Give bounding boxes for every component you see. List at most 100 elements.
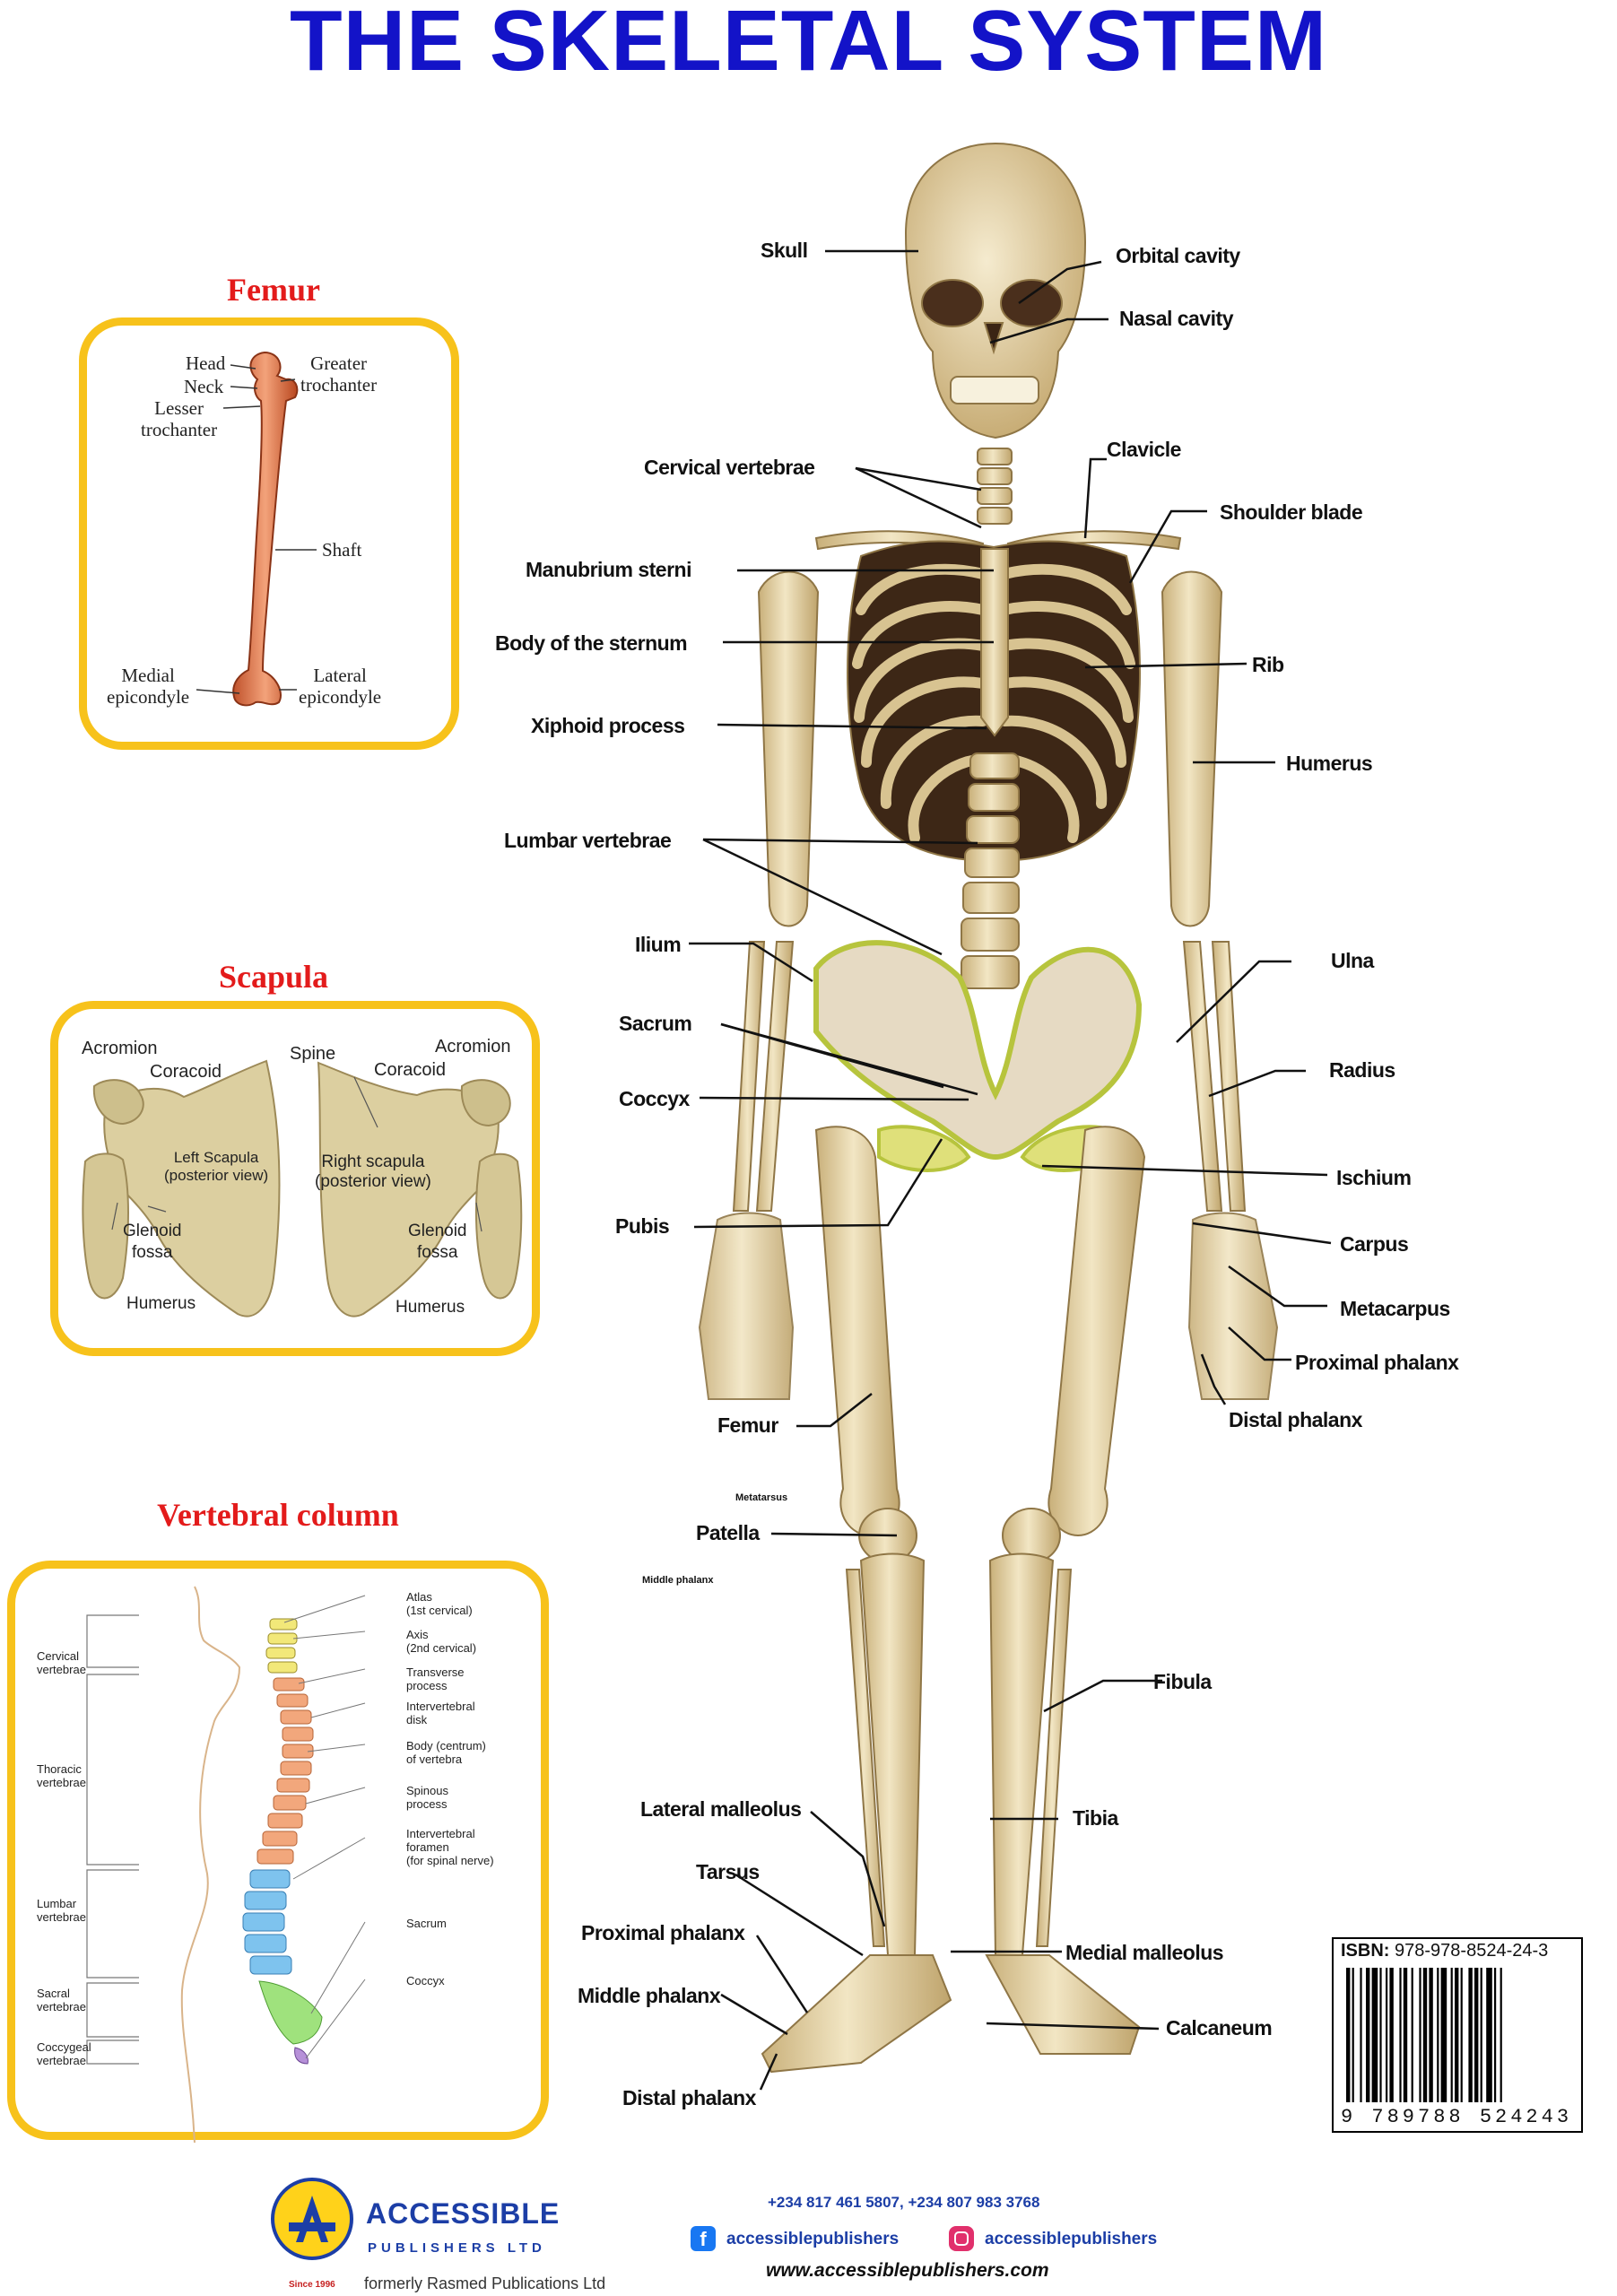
scapula-illustration <box>82 1059 523 1318</box>
cervical-vertebrae-shapes <box>265 1618 298 1674</box>
publisher-website[interactable]: www.accessiblepublishers.com <box>766 2260 1049 2281</box>
femur-panel-title: Femur <box>227 272 320 308</box>
barcode-bar <box>1411 1968 1413 2102</box>
label-coccyx: Coccyx <box>619 1087 690 1110</box>
barcode-bar <box>1440 1968 1447 2102</box>
isbn-number: 978-978-8524-24-3 <box>1395 1941 1549 1961</box>
barcode-bar <box>1419 1968 1421 2102</box>
vertebral-label-intervertebral-foramen: Intervertebral foramen (for spinal nerve… <box>406 1827 494 1867</box>
label-skull: Skull <box>761 239 808 262</box>
isbn-label: ISBN: <box>1341 1941 1390 1961</box>
scapula-label-spine: Spine <box>290 1044 336 1064</box>
label-femur: Femur <box>717 1413 778 1437</box>
label-clavicle: Clavicle <box>1107 438 1181 461</box>
label-distal-phalanx-foot: Distal phalanx <box>622 2086 756 2109</box>
label-proximal-phalanx-hand: Proximal phalanx <box>1295 1351 1459 1374</box>
femur-label-neck: Neck <box>184 376 224 397</box>
label-manubrium-sterni: Manubrium sterni <box>526 558 691 581</box>
vertebral-label-axis: Axis (2nd cervical) <box>406 1628 477 1655</box>
facebook-icon[interactable]: f <box>691 2226 716 2251</box>
femur-label-greater-trochanter: Greater trochanter <box>300 352 378 396</box>
label-tarsus: Tarsus <box>696 1860 760 1883</box>
label-nasal-cavity: Nasal cavity <box>1119 307 1233 330</box>
barcode-bar <box>1455 1968 1459 2102</box>
vertebral-panel-title: Vertebral column <box>157 1497 399 1533</box>
label-calcaneum: Calcaneum <box>1166 2016 1273 2039</box>
barcode-bar <box>1429 1968 1433 2102</box>
barcode-bar <box>1494 1968 1497 2102</box>
scapula-panel: Acromion Coracoid Left Scapula (posterio… <box>50 1001 540 1356</box>
barcode-bar <box>1468 1968 1473 2102</box>
label-carpus: Carpus <box>1340 1232 1409 1256</box>
label-middle-phalanx-small: Middle phalanx <box>642 1575 714 1586</box>
vertebral-panel: Cervical vertebrae Thoracic vertebrae Lu… <box>7 1561 549 2144</box>
label-ilium: Ilium <box>635 933 682 956</box>
scapula-label-coracoid-right: Coracoid <box>374 1060 447 1080</box>
label-ulna: Ulna <box>1331 949 1374 972</box>
barcode-bar <box>1371 1968 1378 2102</box>
label-lumbar-vertebrae: Lumbar vertebrae <box>504 829 672 852</box>
barcode-digits: 9 789788 524243 <box>1341 2106 1573 2128</box>
barcode-graphic <box>1346 1968 1502 2102</box>
barcode-bar <box>1450 1968 1453 2102</box>
vertebral-label-lumbar: Lumbar vertebrae <box>37 1897 86 1924</box>
label-tibia: Tibia <box>1073 1806 1118 1830</box>
vertebral-label-coccygeal: Coccygeal vertebrae <box>37 2040 91 2067</box>
barcode-bar <box>1422 1968 1428 2102</box>
barcode-bar <box>1474 1968 1479 2102</box>
label-shoulder-blade: Shoulder blade <box>1220 500 1363 524</box>
label-lateral-malleolus: Lateral malleolus <box>640 1797 802 1821</box>
barcode-bar <box>1486 1968 1492 2102</box>
globe-logo-icon <box>271 2178 353 2260</box>
barcode-bar <box>1386 1968 1388 2102</box>
scapula-label-left-scapula: Left Scapula (posterior view) <box>164 1149 269 1184</box>
label-distal-phalanx-hand: Distal phalanx <box>1229 1408 1362 1431</box>
publisher-phones: +234 817 461 5807, +234 807 983 3768 <box>768 2194 1040 2211</box>
label-middle-phalanx-foot: Middle phalanx <box>578 1984 721 2007</box>
femur-label-lateral-epicondyle: Lateral epicondyle <box>299 665 382 708</box>
femur-label-lesser-trochanter: Lesser trochanter <box>141 397 218 440</box>
barcode-bar <box>1399 1968 1402 2102</box>
publisher-logo <box>269 2172 355 2280</box>
isbn-barcode-box: ISBN: 978-978-8524-24-3 9 789788 524243 <box>1332 1937 1583 2133</box>
barcode-bar <box>1437 1968 1439 2102</box>
vertebral-label-sacral: Sacral vertebrae <box>37 1987 86 2013</box>
instagram-handle[interactable]: accessiblepublishers <box>985 2230 1158 2248</box>
barcode-bar <box>1346 1968 1351 2102</box>
barcode-bar <box>1352 1968 1354 2102</box>
scapula-label-humerus-right: Humerus <box>396 1298 465 1317</box>
scapula-label-acromion-right: Acromion <box>435 1037 511 1057</box>
label-radius: Radius <box>1329 1058 1395 1082</box>
vertebral-label-coccyx: Coccyx <box>406 1974 445 1987</box>
barcode-bar <box>1389 1968 1394 2102</box>
label-medial-malleolus: Medial malleolus <box>1065 1941 1224 1964</box>
femur-illustration <box>196 351 317 707</box>
vertebral-label-thoracic: Thoracic vertebrae <box>37 1762 86 1789</box>
vertebral-label-intervertebral-disk: Intervertebral disk <box>406 1700 475 1726</box>
barcode-bar <box>1379 1968 1382 2102</box>
barcode-bar <box>1403 1968 1408 2102</box>
label-rib: Rib <box>1252 653 1284 676</box>
scapula-label-coracoid-left: Coracoid <box>150 1062 222 1082</box>
publisher-since: Since 1996 <box>289 2280 335 2290</box>
barcode-bar <box>1360 1968 1362 2102</box>
scapula-label-right-scapula: Right scapula (posterior view) <box>315 1152 431 1191</box>
publisher-formerly: formerly Rasmed Publications Ltd <box>364 2274 606 2292</box>
label-humerus: Humerus <box>1286 752 1373 775</box>
label-pubis: Pubis <box>615 1214 670 1238</box>
label-sacrum: Sacrum <box>619 1012 692 1035</box>
barcode-bar <box>1366 1968 1370 2102</box>
vertebral-label-transverse-process: Transverse process <box>406 1665 465 1692</box>
instagram-icon[interactable] <box>949 2226 974 2251</box>
femur-label-head: Head <box>186 352 226 374</box>
vertebral-label-spinous-process: Spinous process <box>406 1784 448 1811</box>
label-metatarsus-small: Metatarsus <box>735 1492 788 1503</box>
scapula-label-glenoid-left: Glenoid fossa <box>123 1222 182 1262</box>
barcode-bar <box>1460 1968 1463 2102</box>
scapula-label-glenoid-right: Glenoid fossa <box>408 1222 467 1262</box>
scapula-label-humerus-left: Humerus <box>126 1294 196 1313</box>
label-metacarpus: Metacarpus <box>1340 1297 1450 1320</box>
facebook-handle[interactable]: accessiblepublishers <box>726 2230 900 2248</box>
label-xiphoid-process: Xiphoid process <box>531 714 685 737</box>
label-fibula: Fibula <box>1153 1670 1212 1693</box>
